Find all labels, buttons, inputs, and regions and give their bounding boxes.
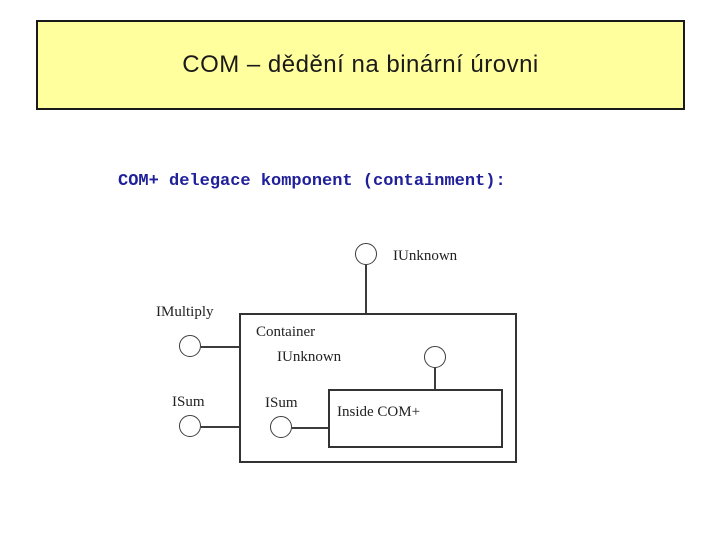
top-iunknown-interface-circle [355,243,377,265]
imultiply-connector-line [201,346,239,348]
imultiply-interface-circle [179,335,201,357]
imultiply-label: IMultiply [156,304,214,320]
isum-outer-connector-line [201,426,239,428]
isum-inner-interface-circle [270,416,292,438]
inside-com-box-label: Inside COM+ [337,404,421,420]
top-iunknown-label: IUnknown [393,248,458,264]
isum-inner-label: ISum [265,395,298,411]
slide-title: COM – dědění na binární úrovni [182,51,539,78]
container-box-label: Container [256,324,316,340]
isum-outer-label: ISum [172,394,205,410]
title-bar: COM – dědění na binární úrovni [36,20,685,110]
inside-com-box [328,389,503,448]
slide-subtitle: COM+ delegace komponent (containment): [118,172,506,191]
container-box [239,313,517,463]
top-iunknown-connector-line [365,265,367,313]
inner-top-interface-circle [424,346,446,368]
isum-outer-interface-circle [179,415,201,437]
isum-inner-connector-line [292,427,328,429]
inner-top-connector-line [434,368,436,389]
inner-iunknown-label: IUnknown [277,349,342,365]
